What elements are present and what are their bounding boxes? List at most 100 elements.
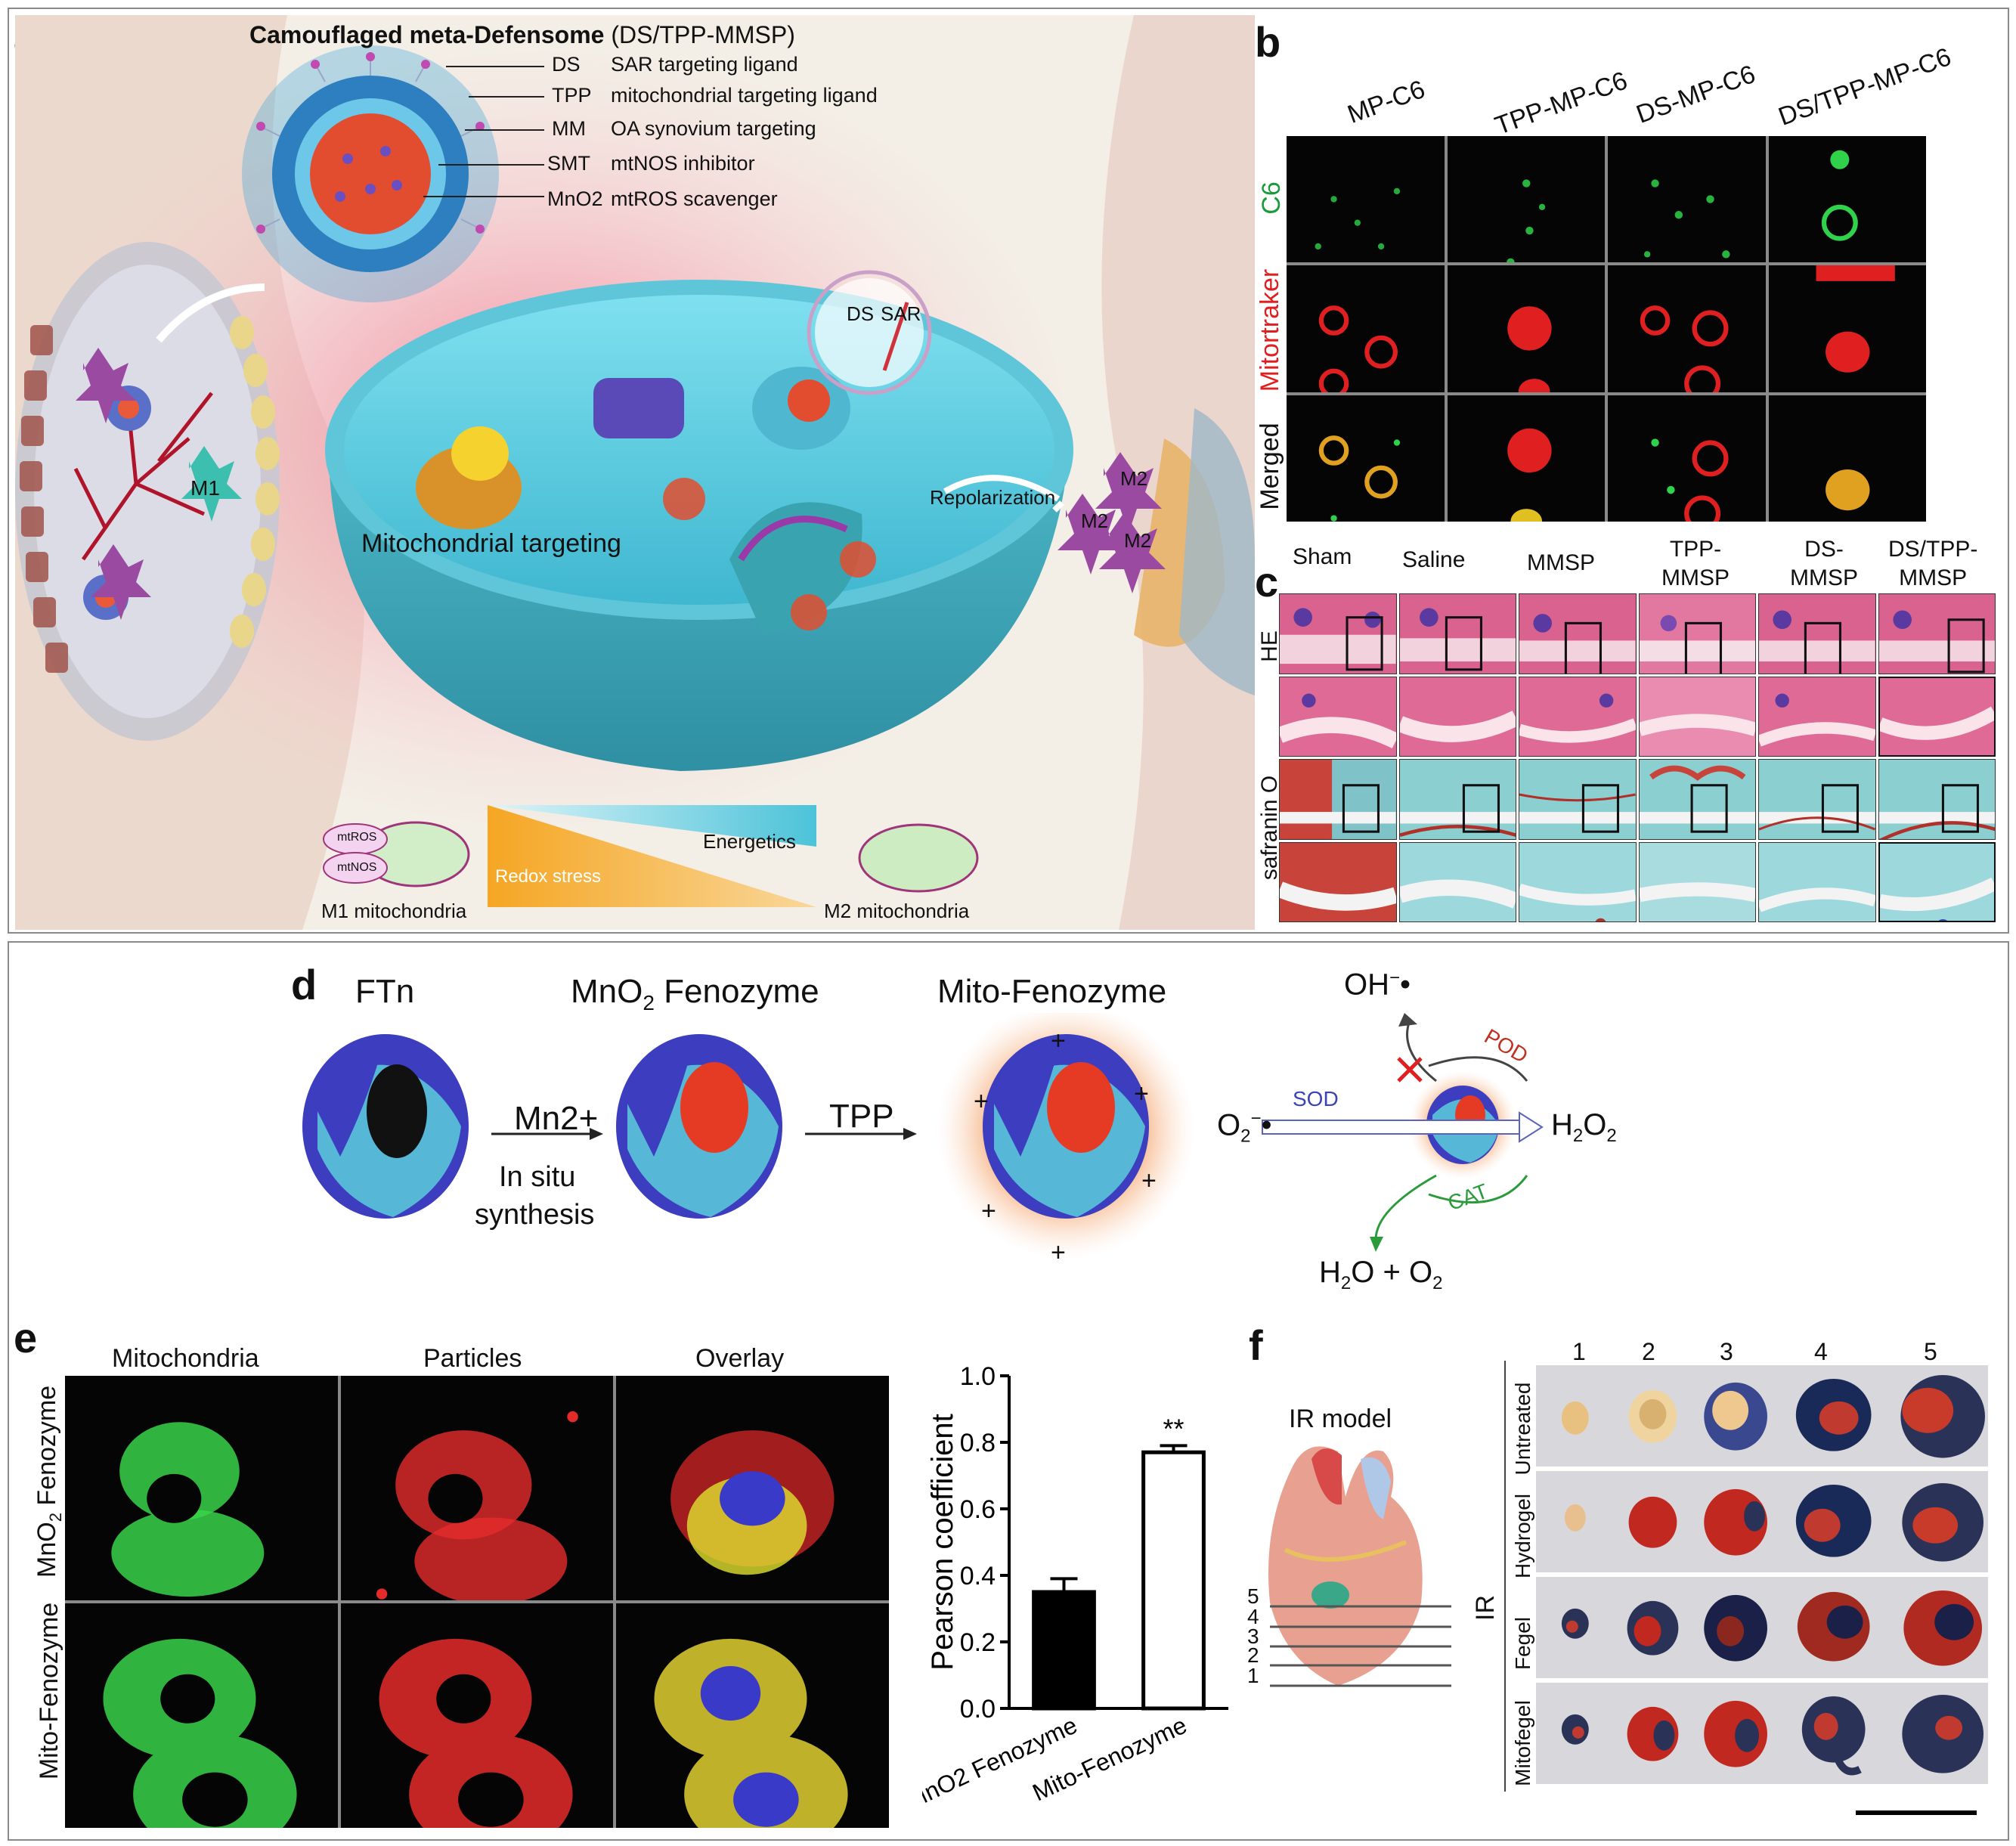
plus-5: +: [981, 1197, 996, 1225]
c-histology-grid: [1279, 593, 1996, 922]
c-safranin-overview: [1519, 759, 1637, 840]
energetics-label: Energetics: [703, 830, 796, 853]
c-safranin-zoom: [1398, 841, 1516, 922]
f-col-label-5: 5: [1924, 1338, 1937, 1365]
b-image-grid: [1287, 136, 1926, 522]
in-situ-label: In situ: [499, 1161, 576, 1193]
slice-row-hydrogel: [1536, 1471, 1988, 1572]
c-he-overview: [1758, 593, 1876, 674]
ds-label: DS: [847, 302, 875, 325]
y-tick-label: 0.0: [960, 1695, 996, 1724]
c-row-label-safranin: safranin O: [1257, 775, 1282, 881]
bar: [1032, 1590, 1096, 1711]
legend-abbr-mm: MM: [552, 117, 586, 140]
e-image-grid: [65, 1376, 889, 1828]
slice-row-untreated: [1536, 1365, 1988, 1467]
b-cell: [1287, 395, 1445, 522]
b-cell: [1768, 395, 1926, 522]
mn2-label: Mn2+: [514, 1100, 599, 1137]
b-cell: [1447, 136, 1605, 263]
b-cell: [1768, 136, 1926, 263]
b-cell: [1287, 136, 1445, 263]
f-row-label-untreated: Untreated: [1511, 1382, 1534, 1476]
mtnos-label: mtNOS: [337, 861, 377, 874]
c-he-zoom: [1758, 676, 1876, 757]
sar-label: SAR: [881, 302, 921, 325]
c-safranin-zoom: [1279, 841, 1397, 922]
m2-label-3: M2: [1124, 529, 1152, 552]
x-tick-label: MnO2 Fenozyme: [922, 1711, 1081, 1814]
ir-model-label: IR model: [1289, 1405, 1392, 1433]
defensome-title: Camouflaged meta-Defensome (DS/TPP-MMSP): [249, 23, 795, 47]
slice-row-mitofegel: [1536, 1683, 1988, 1784]
y-tick-label: 0.6: [960, 1495, 996, 1524]
c-he-zoom: [1279, 676, 1397, 757]
b-cell: [1608, 265, 1766, 392]
c-he-overview: [1878, 593, 1996, 674]
y-tick-label: 0.8: [960, 1429, 996, 1457]
c-he-overview: [1519, 593, 1637, 674]
mtros-label: mtROS: [337, 831, 377, 844]
panel-d-scheme: [302, 1013, 1544, 1259]
c-he-zoom: [1638, 676, 1756, 757]
e-cell-mito-2: [65, 1603, 338, 1828]
b-cell: [1287, 265, 1445, 392]
b-cell: [1608, 395, 1766, 522]
b-cell: [1608, 136, 1766, 263]
mno2-fenozyme-title: MnO2 Fenozyme: [571, 973, 819, 1014]
ir-row-group-label: IR: [1471, 1595, 1500, 1621]
e-cell-overlay-1: [616, 1376, 889, 1600]
slice-row-fegel: [1536, 1577, 1988, 1678]
plus-1: +: [1051, 1027, 1066, 1055]
e-row-label-mito: Mito-Fenozyme: [35, 1602, 63, 1780]
c-safranin-zoom: [1519, 841, 1637, 922]
y-tick-label: 0.4: [960, 1562, 996, 1590]
e-col-label-mitochondria: Mitochondria: [112, 1344, 259, 1373]
e-cell-overlay-2: [616, 1603, 889, 1828]
f-col-label-2: 2: [1642, 1338, 1655, 1365]
b-row-label-mitotracker: Mitortraker: [1256, 268, 1284, 392]
b-cell: [1447, 265, 1605, 392]
panel-a-illustration: [15, 15, 1255, 930]
f-col-label-4: 4: [1814, 1338, 1828, 1365]
c-he-overview: [1398, 593, 1516, 674]
e-cell-mito-1: [65, 1376, 338, 1600]
b-row-label-merged: Merged: [1256, 423, 1284, 510]
repolarization-label: Repolarization: [930, 486, 1056, 509]
e-cell-part-1: [340, 1376, 614, 1600]
e-col-label-particles: Particles: [423, 1344, 522, 1373]
defensome-title-main: Camouflaged meta-Defensome: [249, 21, 605, 48]
sod-label: SOD: [1293, 1087, 1339, 1110]
c-he-overview: [1279, 593, 1397, 674]
y-tick-label: 1.0: [960, 1362, 996, 1391]
m1-mitochondria-label: M1 mitochondria: [321, 900, 467, 922]
c-safranin-zoom: [1878, 841, 1996, 922]
m2-label-1: M2: [1120, 467, 1148, 490]
legend-desc-mno2: mtROS scavenger: [611, 187, 778, 210]
e-row-label-mno2: MnO2 Fenozyme: [33, 1385, 65, 1578]
f-col-label-1: 1: [1572, 1338, 1586, 1365]
c-row-label-he: HE: [1257, 630, 1282, 662]
m2-label-2: M2: [1081, 510, 1109, 532]
f-col-label-3: 3: [1720, 1338, 1733, 1365]
oh-radical-label: OH−•: [1344, 968, 1411, 1002]
c-safranin-overview: [1878, 759, 1996, 840]
legend-desc-mm: OA synovium targeting: [611, 117, 816, 140]
c-safranin-zoom: [1758, 841, 1876, 922]
c-safranin-overview: [1398, 759, 1516, 840]
superoxide-label: O2−•: [1217, 1108, 1272, 1147]
significance-label: **: [1163, 1413, 1184, 1444]
h2o2-label: H2O2: [1551, 1108, 1617, 1146]
b-cell: [1447, 395, 1605, 522]
heart-slices-grid: [1536, 1365, 1988, 1784]
c-he-zoom: [1878, 676, 1996, 757]
slice-number-2: 2: [1247, 1643, 1259, 1667]
e-col-label-overlay: Overlay: [695, 1344, 785, 1373]
redox-stress-label: Redox stress: [495, 866, 602, 887]
c-col-label-saline: Saline: [1402, 547, 1466, 572]
h2o-o2-label: H2O + O2: [1319, 1256, 1443, 1293]
c-col-label-tpp-mmsp: TPP- MMSP: [1661, 537, 1730, 590]
slice-number-5: 5: [1247, 1584, 1259, 1608]
legend-abbr-tpp: TPP: [552, 84, 592, 107]
b-cell: [1768, 265, 1926, 392]
